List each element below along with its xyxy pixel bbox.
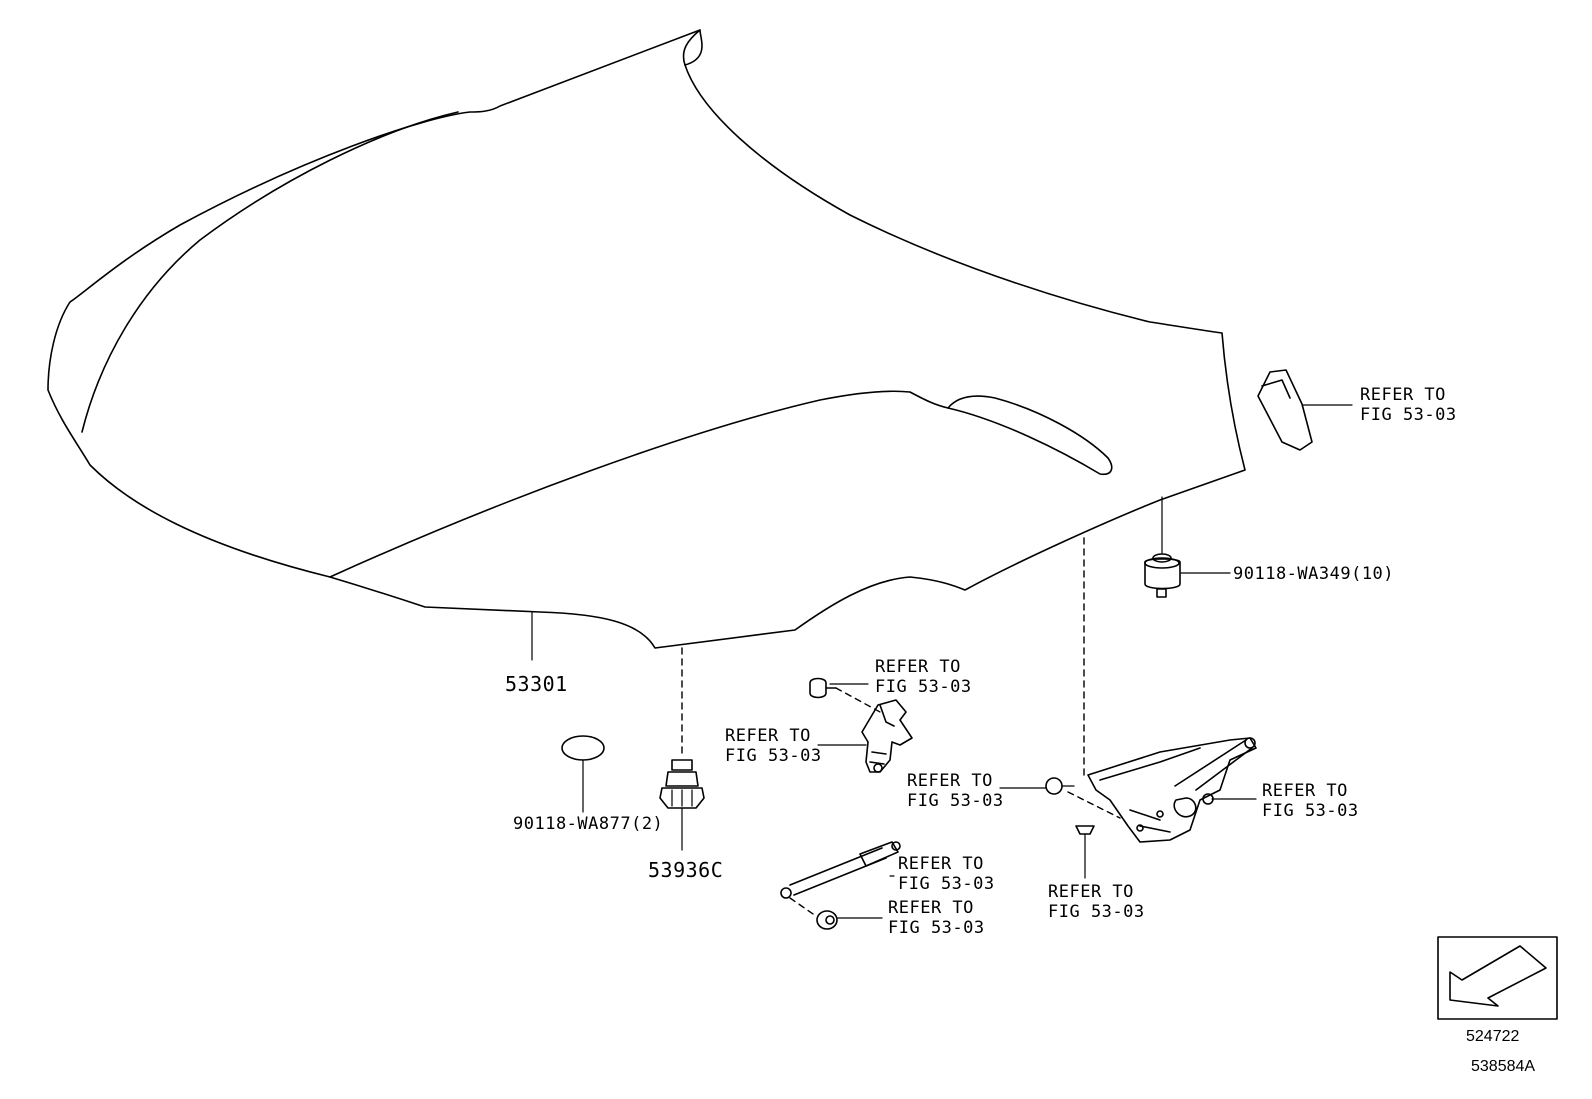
refer-hinge-line1: REFER TO bbox=[1262, 781, 1348, 801]
hood-seal-part[interactable] bbox=[1257, 369, 1313, 451]
hinge-bolt-left[interactable] bbox=[1045, 777, 1075, 795]
arrow-icon bbox=[1449, 945, 1547, 1007]
refer-rod-line2: FIG 53-03 bbox=[898, 874, 995, 894]
view-direction-box bbox=[1437, 936, 1558, 1020]
dash-lock-bolt bbox=[835, 687, 881, 713]
hood-lock-bolt[interactable] bbox=[809, 677, 837, 699]
refer-hinge-bolt-line2: FIG 53-03 bbox=[907, 791, 1004, 811]
hinge-bolt-lower[interactable] bbox=[1075, 825, 1095, 841]
illustration-id: 538584A bbox=[1471, 1058, 1535, 1075]
label-retainer: 53936C bbox=[648, 858, 723, 882]
refer-hinge-line2: FIG 53-03 bbox=[1262, 801, 1359, 821]
label-cushion: 90118-WA349(10) bbox=[1233, 564, 1394, 584]
refer-striker-line1: REFER TO bbox=[725, 726, 811, 746]
label-53301: 53301 bbox=[505, 672, 568, 696]
hood-retainer[interactable] bbox=[659, 759, 705, 809]
hood-lock-striker[interactable] bbox=[861, 699, 913, 773]
label-plug: 90118-WA877(2) bbox=[513, 814, 663, 834]
refer-bolt-line2: FIG 53-03 bbox=[875, 677, 972, 697]
refer-seal-line1: REFER TO bbox=[1360, 385, 1446, 405]
refer-hinge-lower-line1: REFER TO bbox=[1048, 882, 1134, 902]
dash-support-rod bbox=[789, 897, 817, 917]
support-rod-grommet[interactable] bbox=[816, 910, 838, 930]
view-code: 524722 bbox=[1466, 1028, 1519, 1045]
refer-seal-line2: FIG 53-03 bbox=[1360, 405, 1457, 425]
hole-plug[interactable] bbox=[561, 735, 605, 761]
refer-grommet-line2: FIG 53-03 bbox=[888, 918, 985, 938]
refer-bolt-line1: REFER TO bbox=[875, 657, 961, 677]
dash-hinge-bolt bbox=[1067, 791, 1121, 819]
refer-hinge-bolt-line1: REFER TO bbox=[907, 771, 993, 791]
refer-striker-line2: FIG 53-03 bbox=[725, 746, 822, 766]
refer-rod-line1: REFER TO bbox=[898, 854, 984, 874]
refer-grommet-line1: REFER TO bbox=[888, 898, 974, 918]
hood-cushion[interactable] bbox=[1144, 553, 1181, 598]
hood-hinge[interactable] bbox=[1087, 737, 1257, 843]
hood-support-rod[interactable] bbox=[780, 841, 901, 899]
refer-hinge-lower-line2: FIG 53-03 bbox=[1048, 902, 1145, 922]
hood-panel[interactable] bbox=[47, 29, 1246, 649]
